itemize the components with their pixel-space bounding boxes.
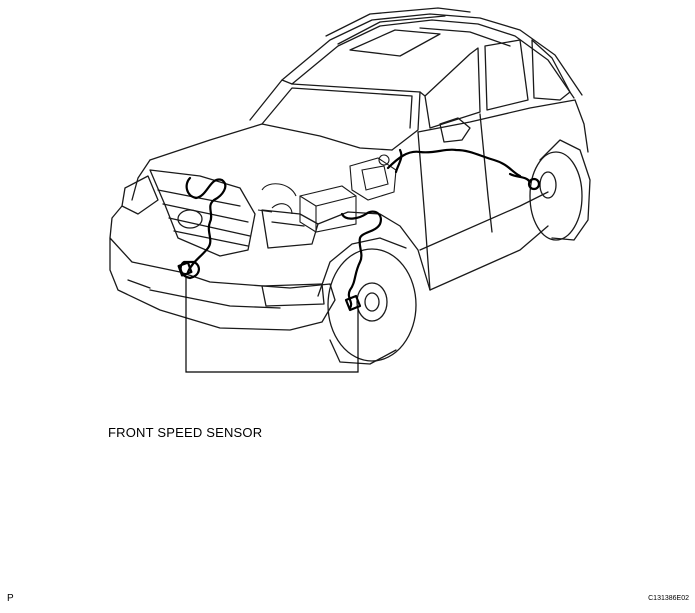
corner-mark: P [7,593,14,604]
callout-lines [185,276,359,373]
speed-sensor-harness [177,148,541,312]
figure-code: C131386E02 [648,595,689,602]
engine-compartment [257,154,397,233]
front-speed-sensor-label: FRONT SPEED SENSOR [108,425,263,440]
